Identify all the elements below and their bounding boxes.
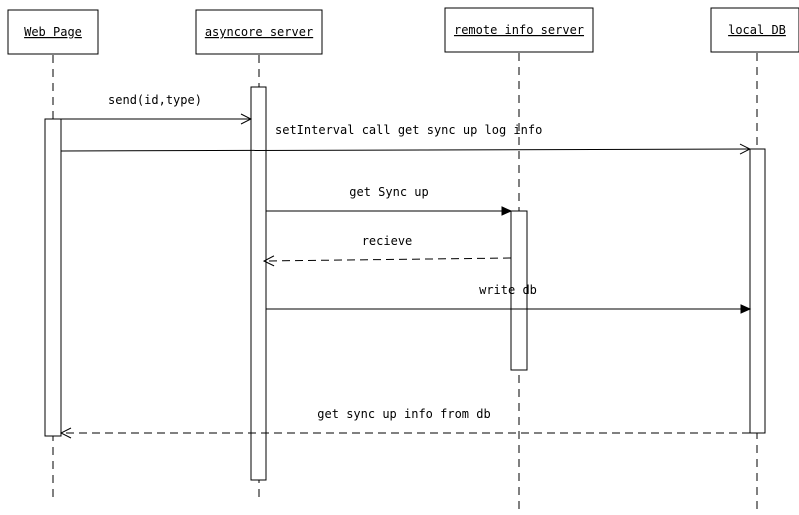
participant-local-db-label: local DB [728, 23, 786, 37]
message-get-sync-up-label: get Sync up [349, 185, 428, 199]
message-send-label: send(id,type) [108, 93, 202, 107]
activation-web-page [44, 118, 62, 437]
participant-remote-info-server-label: remote info server [454, 23, 584, 37]
participant-web-page: Web Page [7, 9, 99, 55]
message-set-interval-arrow [60, 149, 750, 151]
participant-local-db: local DB [710, 7, 799, 53]
activation-asyncore-server [250, 86, 267, 481]
message-write-db-label: write db [479, 283, 537, 297]
message-recieve-arrow [264, 258, 512, 261]
message-set-interval-label: setInterval call get sync up log info [275, 123, 542, 137]
message-get-sync-up-info-label: get sync up info from db [317, 407, 490, 421]
participant-asyncore-server-label: asyncore server [205, 25, 313, 39]
message-recieve-label: recieve [362, 234, 413, 248]
participant-web-page-label: Web Page [24, 25, 82, 39]
participant-asyncore-server: asyncore server [195, 9, 323, 55]
activation-remote-info-server [510, 210, 528, 371]
participant-remote-info-server: remote info server [444, 7, 594, 53]
activation-local-db [749, 148, 766, 434]
